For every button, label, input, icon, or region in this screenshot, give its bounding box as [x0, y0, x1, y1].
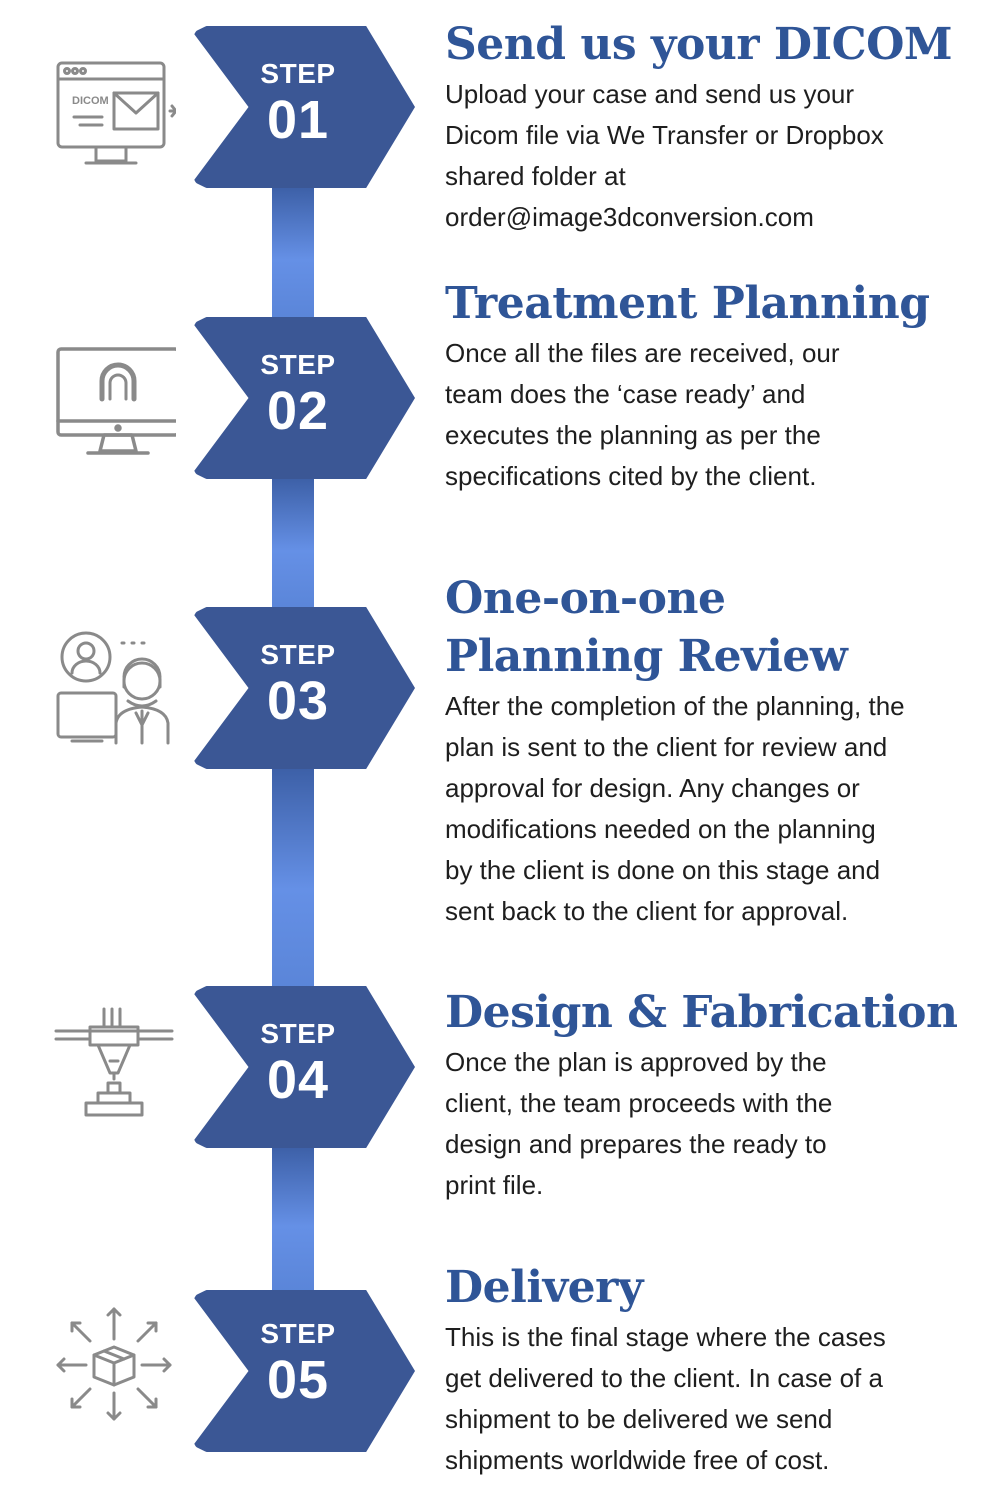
step-04-title: Design & Fabrication: [445, 987, 958, 1038]
step-03-number: 03: [266, 671, 330, 731]
step-01-body-line: Upload your case and send us your: [445, 79, 855, 109]
step-05-body-line: shipment to be delivered we send: [445, 1404, 833, 1434]
step-03-body-line: After the completion of the planning, th…: [445, 691, 905, 721]
step-04-text: Design & Fabrication Once the plan is ap…: [445, 984, 985, 1206]
step-05-body-line: get delivered to the client. In case of …: [445, 1363, 883, 1393]
step-03-body-line: modifications needed on the planning: [445, 814, 876, 844]
step-05-title: Delivery: [445, 1262, 643, 1313]
step-02-body-line: executes the planning as per the: [445, 420, 821, 450]
step-02-title: Treatment Planning: [445, 278, 930, 329]
step-04-body-line: design and prepares the ready to: [445, 1129, 827, 1159]
step-02-body-line: Once all the files are received, our: [445, 338, 840, 368]
step-05-badge: STEP 05: [205, 1318, 391, 1410]
step-03-body-line: sent back to the client for approval.: [445, 896, 849, 926]
step-01-body-line: Dicom file via We Transfer or Dropbox: [445, 120, 884, 150]
connector-4-5: [272, 1145, 314, 1293]
step-04-badge: STEP 04: [205, 1018, 391, 1110]
step-01-title: Send us your DICOM: [445, 19, 953, 70]
dental-scan-monitor-icon: [52, 338, 180, 468]
package-delivery-icon: [52, 1298, 176, 1428]
step-04-label: STEP: [260, 1018, 336, 1049]
step-05-text: Delivery This is the final stage where t…: [445, 1259, 985, 1481]
step-04-body-line: Once the plan is approved by the: [445, 1047, 827, 1077]
step-05-number: 05: [266, 1350, 330, 1410]
step-02-label: STEP: [260, 349, 336, 380]
step-04-body-line: client, the team proceeds with the: [445, 1088, 833, 1118]
step-02-text: Treatment Planning Once all the files ar…: [445, 275, 985, 497]
step-01-email: order@image3dconversion.com: [445, 202, 814, 232]
step-02-body-line: specifications cited by the client.: [445, 461, 817, 491]
step-02-number: 02: [266, 381, 330, 441]
dicom-monitor-mail-icon: DICOM: [52, 52, 178, 182]
connector-3-4: [272, 766, 314, 990]
dicom-icon-label: DICOM: [72, 95, 109, 107]
step-02-badge: STEP 02: [205, 349, 391, 441]
step-03-badge: STEP 03: [205, 639, 391, 731]
step-01-label: STEP: [260, 58, 336, 89]
step-03-body-line: plan is sent to the client for review an…: [445, 732, 888, 762]
step-04-body-line: print file.: [445, 1170, 544, 1200]
step-05-body-line: shipments worldwide free of cost.: [445, 1445, 830, 1475]
step-04-number: 04: [266, 1050, 330, 1110]
step-02-body-line: team does the ‘case ready’ and: [445, 379, 806, 409]
connector-2-3: [272, 477, 314, 611]
3d-printer-icon: [52, 998, 176, 1128]
step-03-title-line-1: One-on-one: [445, 573, 726, 624]
step-01-body-line: shared folder at: [445, 161, 626, 191]
step-05-label: STEP: [260, 1318, 336, 1349]
step-03-label: STEP: [260, 639, 336, 670]
step-01-text: Send us your DICOM Upload your case and …: [445, 16, 985, 238]
connector-1-2: [272, 186, 314, 320]
video-consultation-icon: [52, 622, 176, 752]
step-03-body-line: approval for design. Any changes or: [445, 773, 860, 803]
step-01-badge: STEP 01: [205, 58, 391, 150]
step-03-title-line-2: Planning Review: [445, 631, 848, 682]
step-03-text: One-on-one Planning Review After the com…: [445, 570, 985, 932]
step-01-number: 01: [266, 90, 330, 150]
step-03-body-line: by the client is done on this stage and: [445, 855, 881, 885]
step-05-body-line: This is the final stage where the cases: [445, 1322, 886, 1352]
